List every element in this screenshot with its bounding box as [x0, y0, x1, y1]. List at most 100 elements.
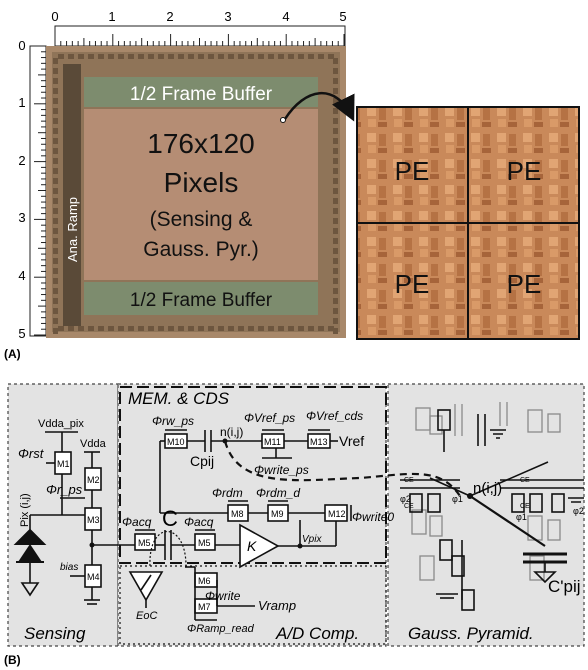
frame-buffer-bottom — [84, 282, 318, 315]
bond-pad — [288, 326, 294, 331]
bond-pad — [333, 268, 338, 274]
lbl-c-pij: Cpij — [190, 453, 214, 469]
bond-pad — [333, 298, 338, 304]
frame-buffer-top-label: 1/2 Frame Buffer — [130, 84, 273, 105]
c-dotted-highlight — [149, 530, 187, 567]
bond-pad — [53, 248, 58, 254]
bond-pad — [178, 326, 184, 331]
lbl-phi2-a: φ2 — [400, 494, 411, 504]
bond-pad — [188, 326, 194, 331]
bond-pad — [318, 54, 324, 59]
lbl-phi-r-ps: Φr_ps — [46, 482, 83, 497]
lbl-m9: M9 — [271, 509, 284, 519]
bond-pad — [333, 138, 338, 144]
section-sensing-title: Sensing — [24, 624, 86, 643]
bond-pad — [298, 54, 304, 59]
ruler-left-5: 5 — [18, 326, 25, 341]
bond-pad — [168, 54, 174, 59]
bond-pad — [53, 98, 58, 104]
bond-pad — [158, 326, 164, 331]
bond-pad — [53, 88, 58, 94]
vpix-node — [297, 543, 303, 549]
section-ad-title: A/D Comp. — [275, 624, 359, 643]
bond-pad — [333, 308, 338, 314]
bond-pad — [53, 228, 58, 234]
ruler-top: 0 1 2 3 4 5 — [51, 9, 347, 47]
ramp-label: Ana. Ramp — [65, 197, 80, 262]
bond-pad — [88, 326, 94, 331]
section-gauss-title: Gauss. Pyramid. — [408, 624, 534, 643]
zoom-arrow — [283, 91, 355, 122]
gauss-center-node — [467, 493, 473, 499]
bond-pad — [318, 326, 324, 331]
bond-pad — [333, 108, 338, 114]
bond-pad — [138, 54, 144, 59]
panel-a: 0 1 2 3 4 5 0 1 2 3 4 5 Ana. Ramp — [4, 9, 580, 361]
section-gauss-box — [387, 383, 585, 647]
bond-pad — [333, 148, 338, 154]
lbl-m4: M4 — [87, 572, 100, 582]
bond-pad — [278, 326, 284, 331]
lbl-c-prime-pij: C'pij — [548, 577, 581, 596]
lbl-m1: M1 — [57, 459, 70, 469]
bond-pad — [53, 108, 58, 114]
bond-pad — [198, 326, 204, 331]
pixels-line2: Pixels — [164, 167, 239, 198]
ruler-top-5: 5 — [339, 9, 346, 24]
lbl-phi-rw-ps: Φrw_ps — [152, 414, 194, 428]
bond-pad — [333, 178, 338, 184]
bond-pad — [208, 326, 214, 331]
pyramid-link — [223, 440, 461, 497]
ruler-top-2: 2 — [166, 9, 173, 24]
lbl-phi1-a: φ1 — [452, 494, 463, 504]
bond-pad — [78, 54, 84, 59]
lbl-k: K — [247, 538, 257, 554]
panel-b: Sensing MEM. & CDS A/D Comp. Gauss. Pyra… — [4, 383, 585, 667]
pe-label-4: PE — [507, 269, 542, 299]
lbl-vdda: Vdda — [80, 438, 107, 450]
bond-pad — [98, 54, 104, 59]
pe-label-1: PE — [395, 156, 430, 186]
lbl-phi-rdm-d: Φrdm_d — [256, 486, 300, 500]
pe-label-3: PE — [395, 269, 430, 299]
bond-pad — [78, 326, 84, 331]
bond-pad — [138, 326, 144, 331]
frame-buffer-top — [84, 77, 318, 107]
bond-pad — [333, 78, 338, 84]
chip-die: Ana. Ramp 1/2 Frame Buffer 1/2 Frame Buf… — [46, 46, 346, 338]
pixels-line1: 176x120 — [147, 128, 254, 159]
bond-pad — [278, 54, 284, 59]
bond-pad — [53, 168, 58, 174]
lbl-m5-left: M5 — [138, 538, 151, 548]
frame-buffer-bottom-label: 1/2 Frame Buffer — [130, 290, 273, 311]
lbl-eoc: EoC — [136, 610, 157, 622]
bond-pad — [308, 54, 314, 59]
bond-pad — [333, 248, 338, 254]
pixels-line4: Gauss. Pyr.) — [143, 238, 259, 261]
bond-pad — [333, 318, 338, 324]
bond-pad — [53, 128, 58, 134]
sensing-node — [89, 542, 95, 548]
bond-pad — [198, 54, 204, 59]
cprime-ground-icon — [533, 571, 557, 584]
lbl-phi-acq-left: Φacq — [122, 515, 152, 529]
lbl-m11: M11 — [264, 437, 281, 447]
lbl-phi-write0: Φwrite0 — [352, 510, 394, 524]
ruler-top-0: 0 — [51, 9, 58, 24]
lbl-ce-1: CE — [404, 477, 414, 484]
bond-pad — [333, 68, 338, 74]
bond-pad — [258, 326, 264, 331]
panel-a-label: (A) — [4, 347, 21, 361]
bond-pad — [168, 326, 174, 331]
bond-pad — [333, 198, 338, 204]
lbl-phi2-b: φ2 — [573, 506, 584, 516]
bond-pad — [53, 288, 58, 294]
ruler-left: 0 1 2 3 4 5 — [18, 38, 47, 341]
lbl-phi-vref-cds: ΦVref_cds — [306, 409, 363, 423]
gauss-diagonal — [469, 495, 546, 547]
bond-pad — [218, 54, 224, 59]
lbl-n-ij-gauss: n(i,j) — [473, 480, 502, 497]
bond-pad — [53, 258, 58, 264]
bond-pad — [268, 54, 274, 59]
bond-pad — [128, 326, 134, 331]
